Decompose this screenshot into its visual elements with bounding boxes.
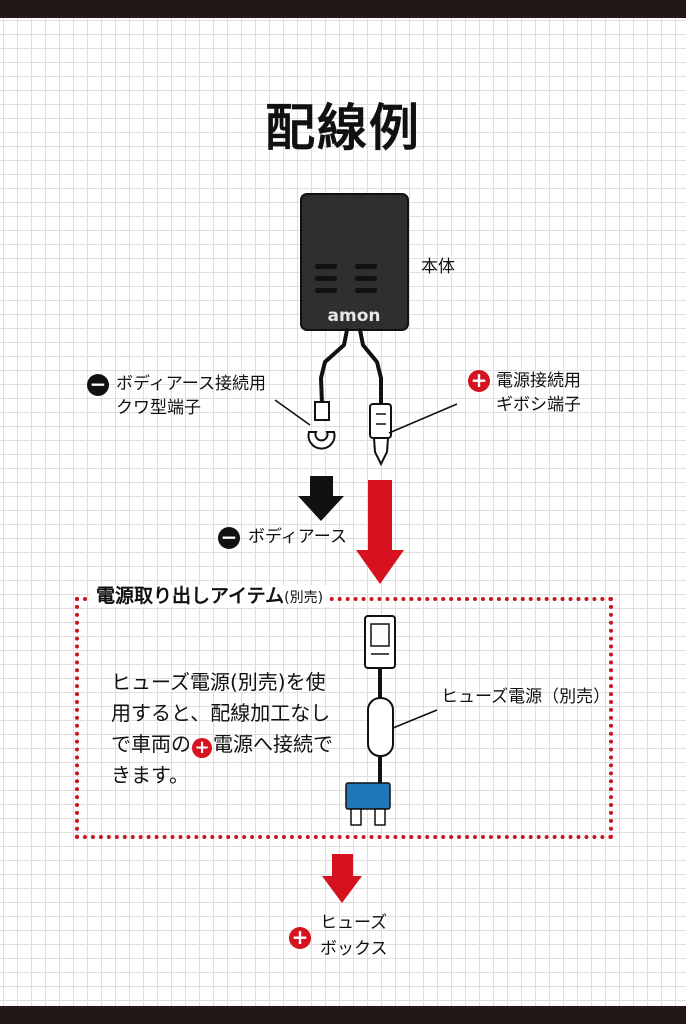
- main-unit-device: amon: [300, 193, 409, 331]
- brand-logo: amon: [328, 306, 381, 326]
- description-text: ヒューズ電源(別売)を使用すると、配線加工なしで車両の+電源へ接続できます。: [111, 667, 341, 791]
- diagram-title: 配線例: [265, 99, 421, 157]
- power-item-title: 電源取り出しアイテム(別売): [90, 585, 330, 610]
- minus-sign-icon: −: [218, 527, 240, 549]
- ground-terminal-label-line2: クワ型端子: [116, 398, 201, 418]
- fuse-power-label: ヒューズ電源（別売）: [441, 687, 611, 707]
- body-ground-label: ボディアース: [248, 527, 347, 547]
- fuse-box-label-line2: ボックス: [320, 939, 388, 959]
- fuse-box-arrow-icon: [322, 854, 362, 903]
- power-terminal-label-line2: ギボシ端子: [496, 395, 581, 415]
- power-item-note: (別売): [284, 590, 324, 606]
- power-bullet-terminal: [369, 403, 392, 467]
- description-part1: ヒューズ電源(別売)を使用すると、配線加工なしで車両の: [111, 670, 331, 756]
- cables: [318, 328, 383, 408]
- ground-terminal-label-line1: ボディアース接続用: [116, 374, 266, 394]
- bottom-border-bar: [0, 1006, 686, 1024]
- minus-sign-icon: −: [87, 374, 109, 396]
- power-terminal-label-line1: 電源接続用: [496, 371, 581, 391]
- ground-arrow-icon: [298, 476, 344, 521]
- leader-lines: [274, 399, 458, 729]
- description-part2: 電源へ接続できます。: [111, 732, 333, 787]
- power-arrow-icon: [356, 480, 404, 584]
- fuse-power-cable: [345, 615, 396, 826]
- plus-sign-icon: +: [468, 370, 490, 392]
- main-unit-label: 本体: [421, 257, 455, 277]
- fuse-box-label-line1: ヒューズ: [320, 913, 388, 933]
- plus-sign-icon: +: [289, 927, 311, 949]
- top-border-bar: [0, 0, 686, 18]
- power-item-box: [75, 597, 613, 839]
- plus-sign-icon: +: [192, 738, 212, 758]
- power-item-title-text: 電源取り出しアイテム: [96, 585, 285, 607]
- ground-ring-terminal: [307, 401, 336, 450]
